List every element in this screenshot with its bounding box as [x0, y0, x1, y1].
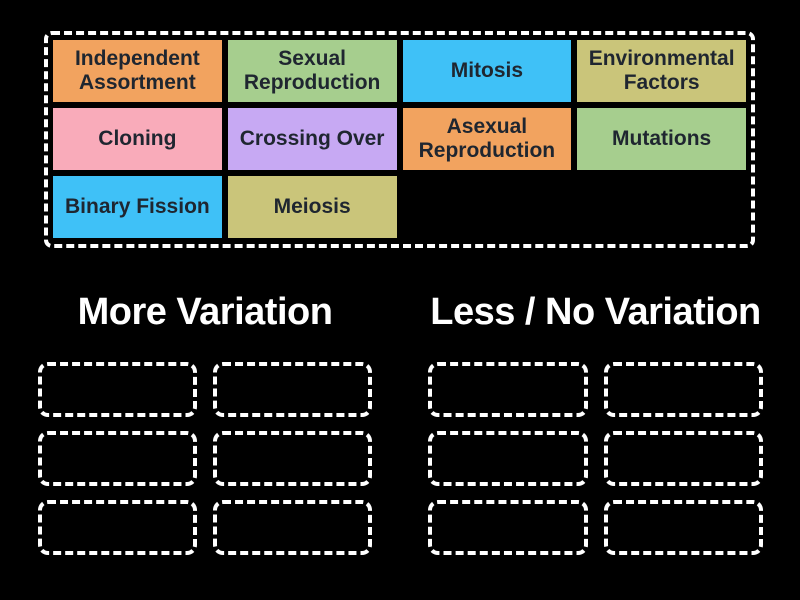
drop-slot[interactable] [428, 362, 588, 417]
drop-slot[interactable] [428, 431, 588, 486]
drop-slot[interactable] [603, 362, 763, 417]
draggable-tile[interactable]: Binary Fission [53, 176, 222, 238]
draggable-tile[interactable]: Mutations [577, 108, 746, 170]
draggable-tile[interactable]: Mitosis [402, 40, 572, 102]
draggable-tile[interactable]: Independent Assortment [53, 40, 222, 102]
drop-slot[interactable] [603, 431, 763, 486]
group-more-variation: More Variation [38, 288, 372, 555]
draggable-tile[interactable]: Crossing Over [227, 108, 397, 170]
group-less-no-variation: Less / No Variation [428, 288, 763, 555]
drop-slot[interactable] [38, 500, 197, 555]
drop-slot[interactable] [428, 500, 588, 555]
drop-slot[interactable] [213, 431, 372, 486]
draggable-tile[interactable]: Cloning [53, 108, 222, 170]
drop-slot[interactable] [603, 500, 763, 555]
draggable-tile[interactable]: Meiosis [227, 176, 397, 238]
group-title-more-variation: More Variation [77, 291, 333, 333]
drop-slot[interactable] [38, 362, 197, 417]
drop-slot[interactable] [213, 500, 372, 555]
group-title-less-no-variation: Less / No Variation [430, 291, 761, 333]
draggable-tile[interactable]: Sexual Reproduction [227, 40, 397, 102]
drop-slot[interactable] [38, 431, 197, 486]
slot-grid-less-no-variation [428, 362, 763, 555]
draggable-tile[interactable]: Asexual Reproduction [402, 108, 572, 170]
drop-slot[interactable] [213, 362, 372, 417]
draggable-tile[interactable]: Environmental Factors [577, 40, 746, 102]
slot-grid-more-variation [38, 362, 372, 555]
